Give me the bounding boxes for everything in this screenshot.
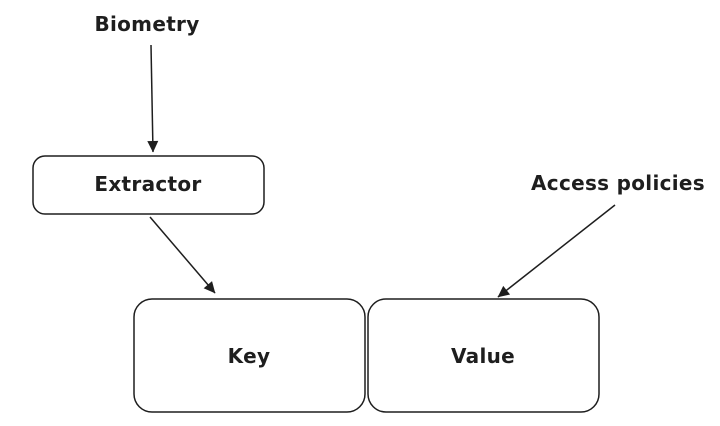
value-box[interactable] [367,298,600,413]
arrow-biometry-to-extractor [147,44,159,153]
extractor-label: Extractor [94,172,202,196]
extractor-box[interactable] [32,155,265,215]
key-label: Key [227,344,271,368]
key-box[interactable] [133,298,366,413]
access-policies-label: Access policies [531,171,705,195]
biometry-label: Biometry [94,12,200,36]
value-label: Value [450,344,516,368]
arrow-access-policies-to-value [497,204,616,298]
arrow-extractor-to-key [149,216,216,294]
